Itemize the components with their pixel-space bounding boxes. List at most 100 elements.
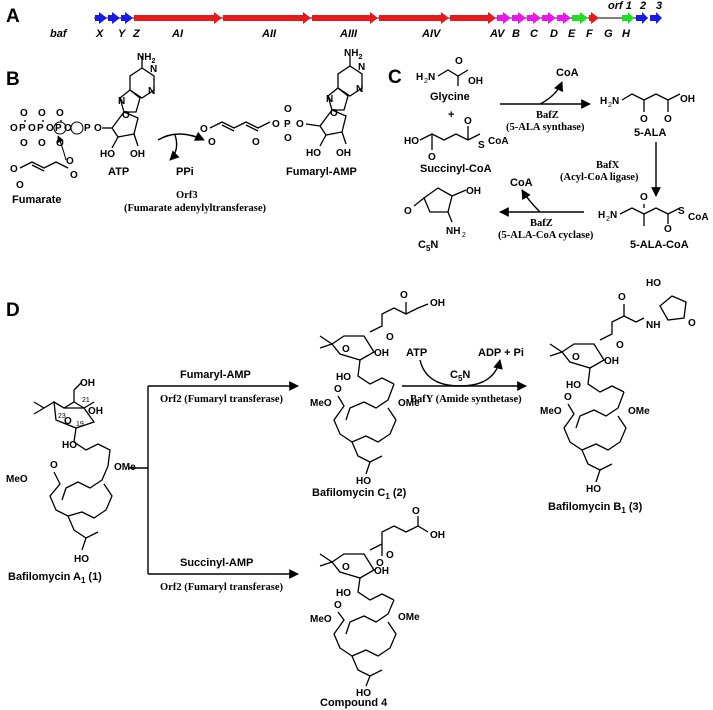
svg-text:O: O bbox=[334, 600, 342, 611]
panel-label-a: A bbox=[6, 6, 20, 27]
compound-4-structure: O O OH O OH O HO OMe MeO O HO bbox=[310, 506, 445, 699]
svg-text:O: O bbox=[64, 123, 72, 134]
gene-label-h: H bbox=[622, 28, 631, 40]
svg-text:23: 23 bbox=[58, 413, 66, 420]
orf-arrow-3 bbox=[650, 12, 662, 24]
svg-text:O: O bbox=[616, 340, 624, 351]
svg-text:2: 2 bbox=[606, 216, 610, 223]
svg-text:O: O bbox=[404, 206, 412, 217]
svg-text:N: N bbox=[610, 210, 617, 221]
bafilomycin-b1-label: Bafilomycin B1(3) bbox=[548, 501, 643, 515]
succinyl-amp-reagent: Succinyl-AMP bbox=[180, 557, 253, 569]
svg-text:O: O bbox=[455, 56, 463, 67]
svg-text:O: O bbox=[272, 119, 280, 130]
gene-arrow-c bbox=[512, 12, 526, 24]
svg-text:OH: OH bbox=[680, 94, 695, 105]
svg-text:O: O bbox=[70, 170, 78, 181]
bafy-enzyme: BafY (Amide synthetase) bbox=[410, 394, 522, 405]
svg-text:O: O bbox=[334, 384, 342, 395]
svg-text:2: 2 bbox=[462, 232, 466, 239]
svg-text:O: O bbox=[342, 562, 350, 573]
gene-label-ai: AI bbox=[171, 28, 184, 40]
gene-label-d: D bbox=[550, 28, 558, 40]
svg-text:H: H bbox=[598, 210, 605, 221]
svg-text:N: N bbox=[326, 94, 333, 105]
bafx-enzyme: BafX bbox=[596, 160, 620, 171]
gene-arrow-ai bbox=[134, 12, 222, 24]
adenine-nh2-fumaryl-amp: NH2 bbox=[344, 48, 362, 61]
compound-4-label: Compound 4 bbox=[320, 697, 388, 709]
svg-text:NH: NH bbox=[446, 226, 460, 237]
gene-label-b: B bbox=[512, 28, 520, 40]
svg-text:O: O bbox=[284, 133, 292, 144]
bafz-cyclase-desc: (5-ALA-CoA cyclase) bbox=[498, 230, 594, 241]
svg-text:MeO: MeO bbox=[6, 474, 28, 485]
svg-text:HO: HO bbox=[646, 278, 661, 289]
svg-text:MeO: MeO bbox=[310, 614, 332, 625]
gene-label-y: Y bbox=[118, 28, 127, 40]
svg-text:O: O bbox=[688, 318, 696, 329]
succinyl-coa-structure: HO O O S CoA Succinyl-CoA bbox=[404, 116, 509, 175]
svg-text:O: O bbox=[200, 124, 208, 135]
gene-label-c: C bbox=[530, 28, 539, 40]
coa-release-1: CoA bbox=[556, 67, 579, 79]
svg-text:O: O bbox=[342, 344, 350, 355]
svg-text:O: O bbox=[330, 108, 338, 119]
ala-label: 5-ALA bbox=[634, 127, 666, 139]
gene-label-aiv: AIV bbox=[421, 28, 442, 40]
svg-text:O: O bbox=[10, 123, 18, 134]
svg-text:HO: HO bbox=[356, 476, 371, 487]
cluster-prefix: baf bbox=[50, 28, 68, 40]
svg-text:OMe: OMe bbox=[628, 406, 650, 417]
glycine-label: Glycine bbox=[430, 91, 470, 103]
svg-text:O: O bbox=[56, 138, 64, 149]
svg-text:O: O bbox=[618, 292, 626, 303]
panel-label-d: D bbox=[6, 300, 20, 321]
orf3-enzyme: Orf3 bbox=[176, 190, 198, 201]
orf-arrow-1 bbox=[622, 12, 634, 24]
svg-text:OH: OH bbox=[468, 76, 483, 87]
bafz-cyclase: BafZ bbox=[530, 218, 553, 229]
svg-text:HO: HO bbox=[566, 380, 581, 391]
svg-text:2: 2 bbox=[608, 102, 612, 109]
svg-text:N: N bbox=[148, 86, 155, 97]
atp-reagent-d: ATP bbox=[406, 347, 427, 359]
svg-text:O: O bbox=[10, 164, 18, 175]
gene-arrow-h bbox=[589, 12, 599, 24]
bafz-synthase-desc: (5-ALA synthase) bbox=[506, 122, 585, 133]
svg-text:P: P bbox=[55, 123, 62, 134]
svg-text:O: O bbox=[386, 332, 394, 343]
svg-text:S: S bbox=[478, 140, 485, 151]
svg-text:P: P bbox=[37, 123, 44, 134]
svg-text:N: N bbox=[428, 72, 435, 83]
svg-text:O: O bbox=[400, 290, 408, 301]
gene-arrow-aiii bbox=[312, 12, 378, 24]
svg-text:N: N bbox=[612, 96, 619, 107]
svg-text:H: H bbox=[600, 96, 607, 107]
svg-text:N: N bbox=[356, 84, 363, 95]
svg-text:HO: HO bbox=[336, 588, 351, 599]
bafilomycin-a1-structure: OH OH 21 23 19 O HO OMe MeO O HO bbox=[6, 378, 136, 565]
svg-text:HO: HO bbox=[336, 372, 351, 383]
svg-text:HO: HO bbox=[404, 136, 419, 147]
gene-arrow-aii bbox=[223, 12, 311, 24]
svg-text:P: P bbox=[84, 123, 91, 134]
succinyl-coa-tag: CoA bbox=[488, 136, 509, 147]
svg-text:HO: HO bbox=[356, 688, 371, 699]
svg-text:O: O bbox=[28, 123, 36, 134]
svg-text:OH: OH bbox=[604, 356, 619, 367]
svg-text:N: N bbox=[358, 62, 365, 73]
svg-text:O: O bbox=[64, 416, 72, 427]
svg-text:HO: HO bbox=[74, 554, 89, 565]
bafz-synthase: BafZ bbox=[536, 110, 559, 121]
svg-text:P: P bbox=[284, 119, 291, 130]
svg-text:H: H bbox=[416, 72, 423, 83]
svg-text:O: O bbox=[464, 116, 472, 127]
svg-text:19: 19 bbox=[76, 421, 84, 428]
svg-text:O: O bbox=[664, 114, 672, 125]
svg-text:OH: OH bbox=[430, 530, 445, 541]
gene-label-e: E bbox=[568, 28, 576, 40]
